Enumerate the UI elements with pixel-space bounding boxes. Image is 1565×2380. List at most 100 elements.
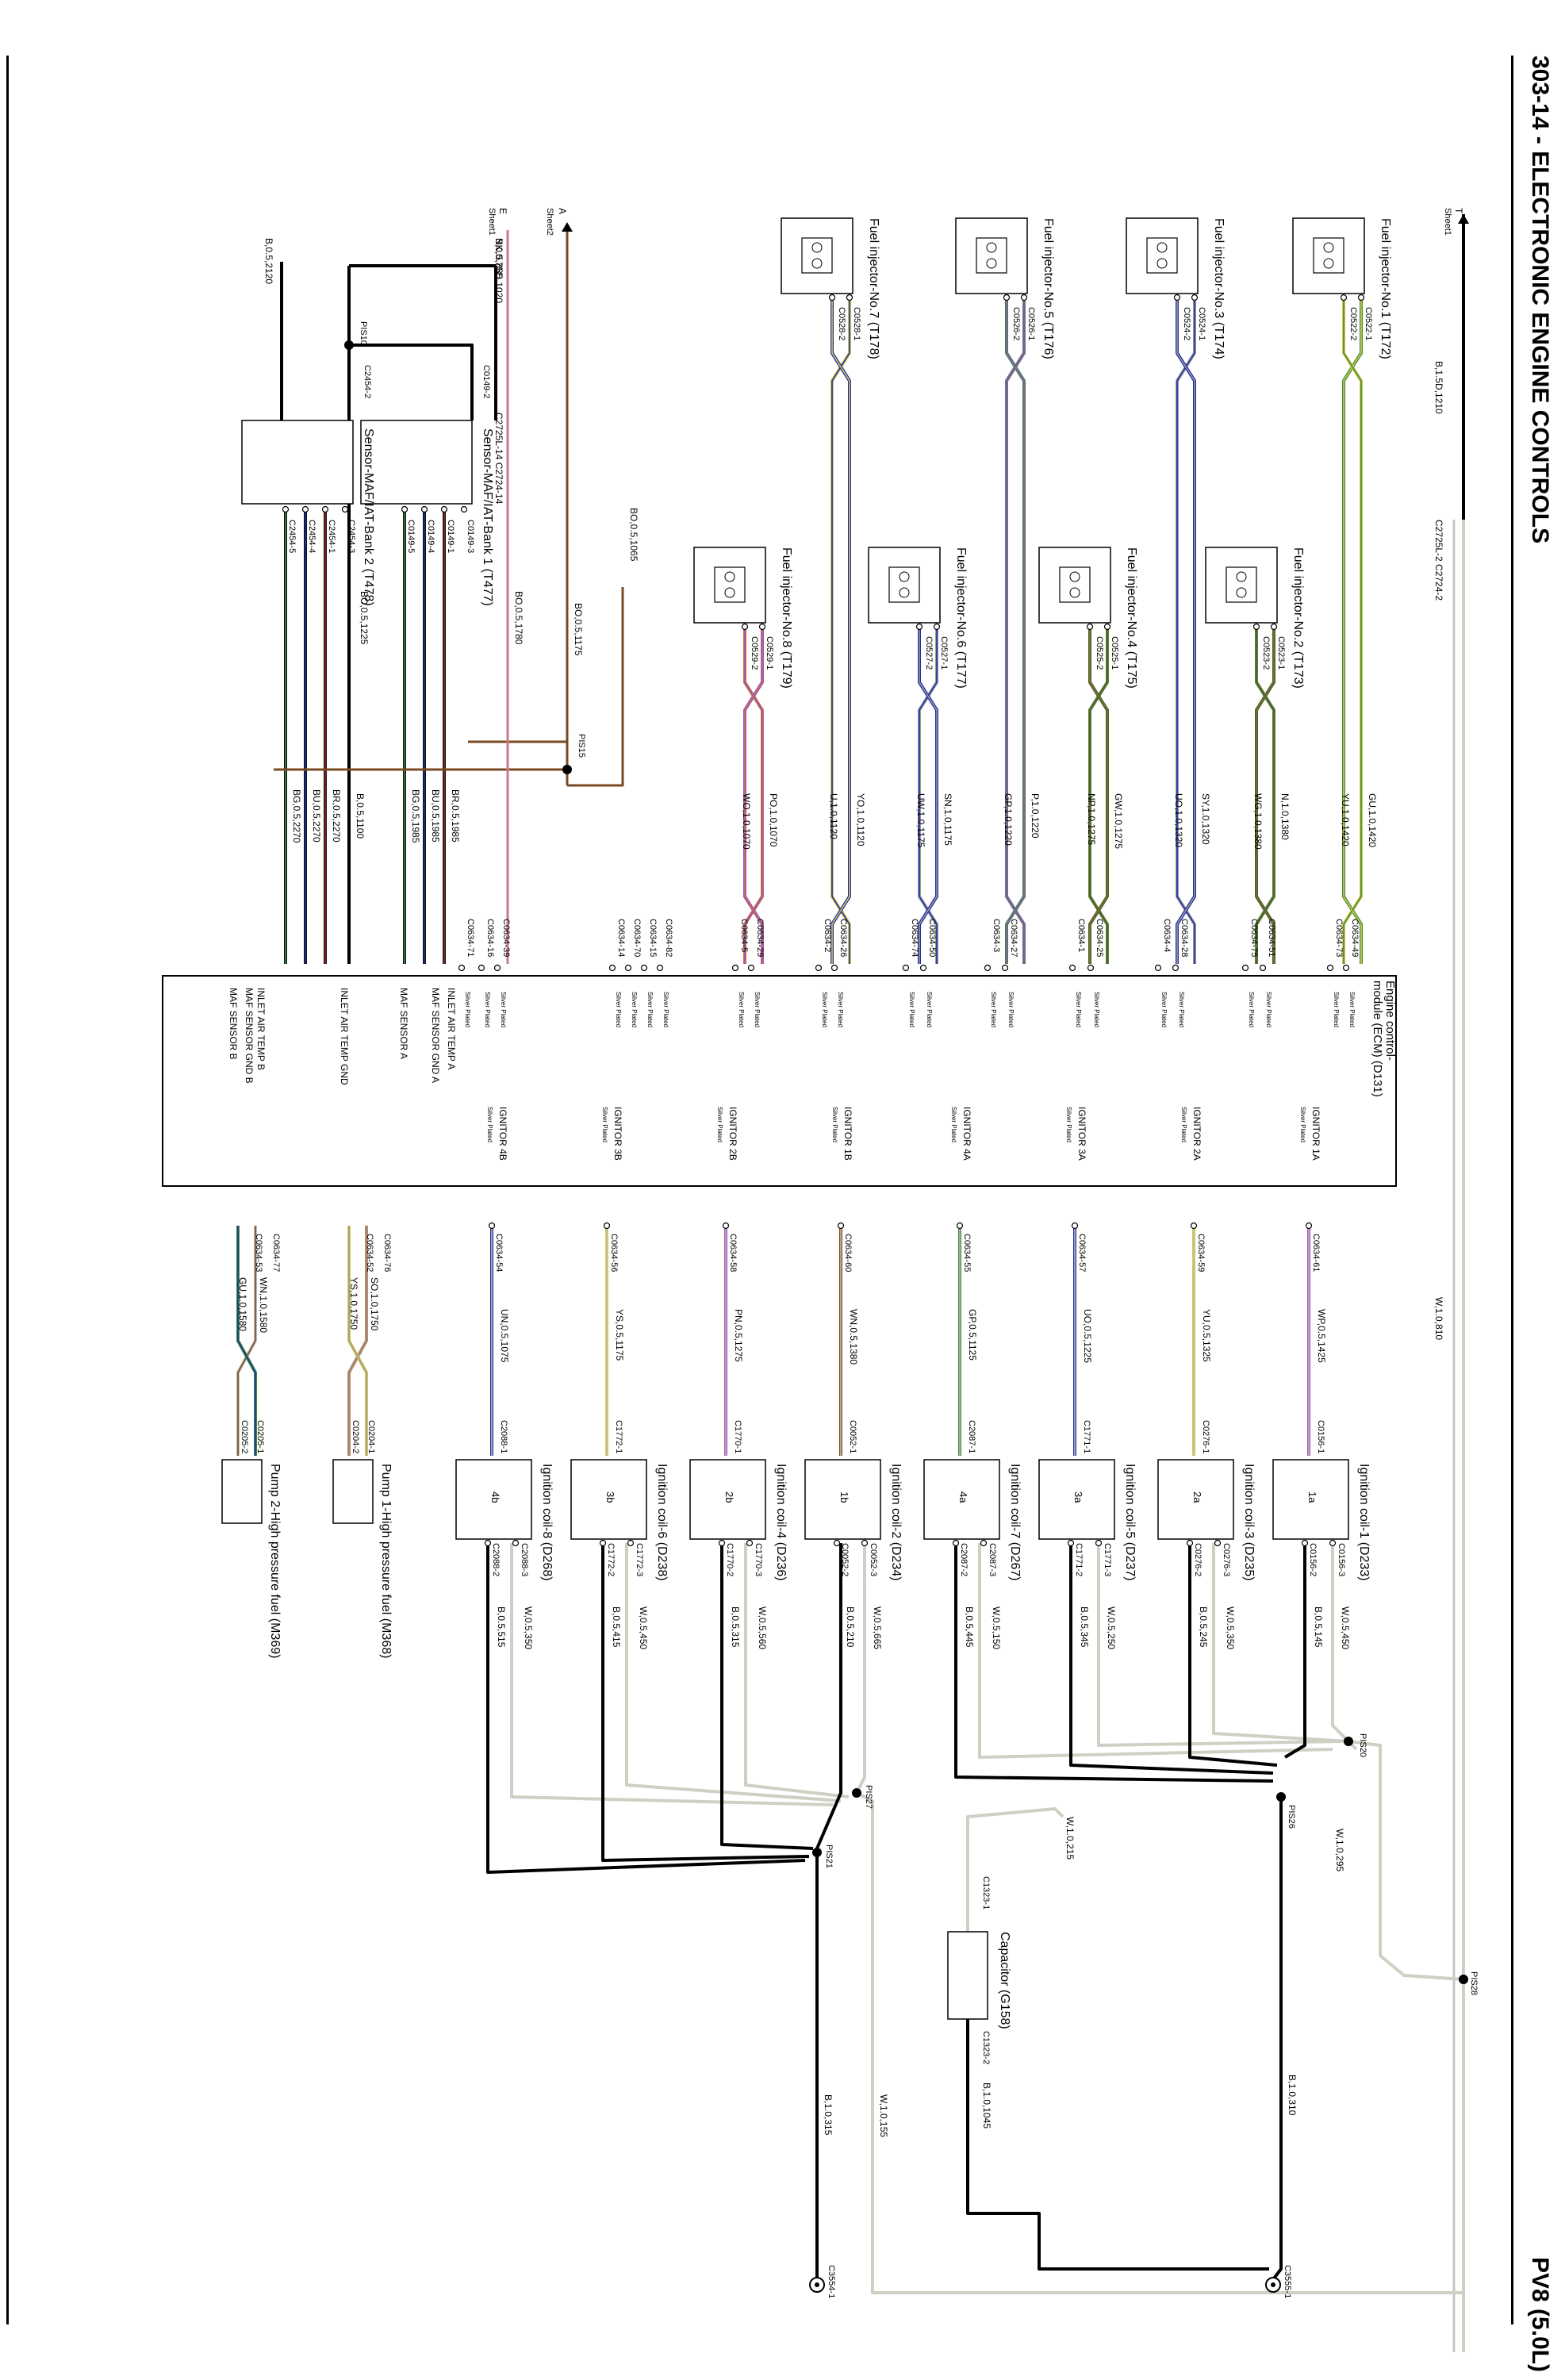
pin-circle <box>603 1222 611 1230</box>
pin-circle <box>1020 294 1028 301</box>
injector-plug-icon <box>801 237 833 274</box>
coil-pin: C1772-3 <box>635 1543 644 1576</box>
ecm-pin-note: Silver Plated <box>1348 992 1356 1027</box>
coil-pin: C0276-2 <box>1193 1543 1203 1576</box>
coil-pin: C1771-3 <box>1103 1543 1112 1576</box>
sensor-wire-in-label: B,0.5,2120 <box>263 238 274 284</box>
ecm-pin-note: Silver Plated <box>601 1107 608 1142</box>
sensor-wire-label: BG,0.5,1985 <box>410 789 421 843</box>
ecm-pin-note: Silver Plated <box>484 992 491 1027</box>
splice-pis27 <box>852 1788 861 1798</box>
ignitor-wire-label: YU,0.5,1325 <box>1201 1309 1212 1362</box>
ecm-pin-note: Silver Plated <box>1178 992 1185 1027</box>
pin-circle <box>1241 964 1249 972</box>
coil-input-pin: C0052-1 <box>848 1420 857 1453</box>
sheet-a-arrow <box>562 222 573 232</box>
ecm-connector-pin: C0634-59 <box>1196 1234 1206 1272</box>
injector-pin: C0526-2 <box>1011 307 1021 340</box>
ignition-coil-body <box>455 1459 532 1540</box>
wire-e-feed: NK,0.75D,1020 <box>493 238 504 303</box>
ecm-title-1: Engine control- <box>1383 981 1397 1061</box>
pin-circle <box>1259 964 1267 972</box>
plug-pin-icon <box>724 587 735 598</box>
coil-pin: C0156-2 <box>1308 1543 1318 1576</box>
maf-sensor-body <box>360 420 473 505</box>
pin-circle <box>1001 964 1009 972</box>
pin-circle <box>1190 1222 1198 1230</box>
fuel-injector <box>1038 547 1111 624</box>
fuel-injector <box>868 547 941 624</box>
wire <box>349 344 474 420</box>
ignition-coil-body <box>1038 1459 1115 1540</box>
ecm-connector-pin: C0634-55 <box>962 1234 972 1272</box>
injector-wire-a-label: N,1.0,1380 <box>1279 793 1291 840</box>
ecm-pin-note: Silver Plated <box>464 992 471 1027</box>
pin-circle <box>1003 294 1011 301</box>
wire-b-310: B,1.0,310 <box>1287 2075 1298 2116</box>
fuel-injector <box>955 217 1028 294</box>
ecm-connector-pin: C0634-50 <box>927 919 937 957</box>
coil-pin: C0052-2 <box>840 1543 850 1576</box>
ecm-connector-pin: C0634-14 <box>616 919 626 957</box>
pin-circle <box>1252 623 1260 631</box>
pin-circle <box>718 1539 726 1547</box>
ecm-connector-pin: C0634-73 <box>1334 919 1344 957</box>
pin-circle <box>830 964 838 972</box>
fuel-injector-body <box>1126 217 1199 294</box>
coil-cell-label: 2b <box>723 1491 735 1503</box>
coil-pin: C1770-3 <box>754 1543 763 1576</box>
ground-label: C3554-1 <box>827 2265 836 2298</box>
pin-circle <box>401 505 409 513</box>
injector-wire-a-stripe <box>1176 298 1195 964</box>
left-border-rule <box>6 56 9 2324</box>
ecm-pin-note: Silver Plated <box>754 992 761 1027</box>
ecm-connector-pin: C0634-26 <box>838 919 848 957</box>
plug-pin-icon <box>1069 587 1080 598</box>
coil-name: Ignition coil-7 (D267) <box>1008 1464 1022 1581</box>
b-1045 <box>966 2019 1269 2271</box>
ecm-ignitor-label: IGNITOR 2B <box>727 1107 738 1161</box>
ecm-connector-pin: C0634-54 <box>494 1234 504 1272</box>
coil8-b <box>486 1543 806 1874</box>
ecm-connector-pin: C0634-2 <box>823 919 832 952</box>
ecm-connector-pin: C0634-51 <box>1267 919 1276 957</box>
injector-name: Fuel injector-No.7 (T178) <box>867 218 880 359</box>
injector-name: Fuel injector-No.8 (T179) <box>780 547 793 689</box>
plug-pin-icon <box>811 258 823 269</box>
sheet-ref-top-letter: T <box>1453 208 1464 214</box>
ecm-pin-note: Silver Plated <box>908 992 915 1027</box>
injector-wire-a <box>1342 298 1363 964</box>
injector-wire-b <box>1342 298 1363 964</box>
coil-pin: C1772-2 <box>606 1543 616 1576</box>
ecm-connector-pin: C0634-4 <box>1162 919 1172 952</box>
injector-name: Fuel injector-No.1 (T172) <box>1379 218 1392 359</box>
injector-name: Fuel injector-No.6 (T177) <box>954 547 968 689</box>
pump-name: Pump 2-High pressure fuel (M369) <box>268 1464 282 1658</box>
capacitor-name: Capacitor (G158) <box>998 1932 1011 2029</box>
injector-wire-a <box>1005 298 1026 964</box>
pin-circle <box>1214 1539 1222 1547</box>
sensor-wire-label: BR,0.5,1985 <box>450 789 461 843</box>
ecm-signal-label: INLET AIR TEMP A <box>446 988 457 1069</box>
sensor-feed-label: BO,0.5,1780 <box>513 591 524 645</box>
sensor-wire-in-label: B,0.5,885 <box>493 238 504 279</box>
coil-cell-label: 2a <box>1191 1491 1203 1503</box>
injector-pin: C0525-2 <box>1095 636 1104 670</box>
coil-pin: C2087-3 <box>988 1543 997 1576</box>
fuel-injector <box>1205 547 1278 624</box>
pin-circle <box>1342 964 1350 972</box>
pin-circle <box>902 964 910 972</box>
coil-name: Ignition coil-2 (D234) <box>889 1464 903 1581</box>
ecm-signal-label: MAF SENSOR A <box>398 988 409 1059</box>
ecm-pin-note: Silver Plated <box>1160 992 1168 1027</box>
coil4-w <box>744 1543 850 1798</box>
splice-label: PIS27 <box>864 1785 873 1809</box>
pump-wire-a-label: SO,1.0,1750 <box>369 1277 380 1331</box>
coil-cell-label: 4b <box>489 1491 501 1503</box>
fuel-injector <box>1292 217 1365 294</box>
ecm-ignitor-label: IGNITOR 2A <box>1191 1107 1203 1161</box>
coil7-w <box>978 1543 1333 1759</box>
ecm-connector-pin: C0634-53 <box>254 1234 263 1272</box>
pin-circle <box>1270 623 1278 631</box>
